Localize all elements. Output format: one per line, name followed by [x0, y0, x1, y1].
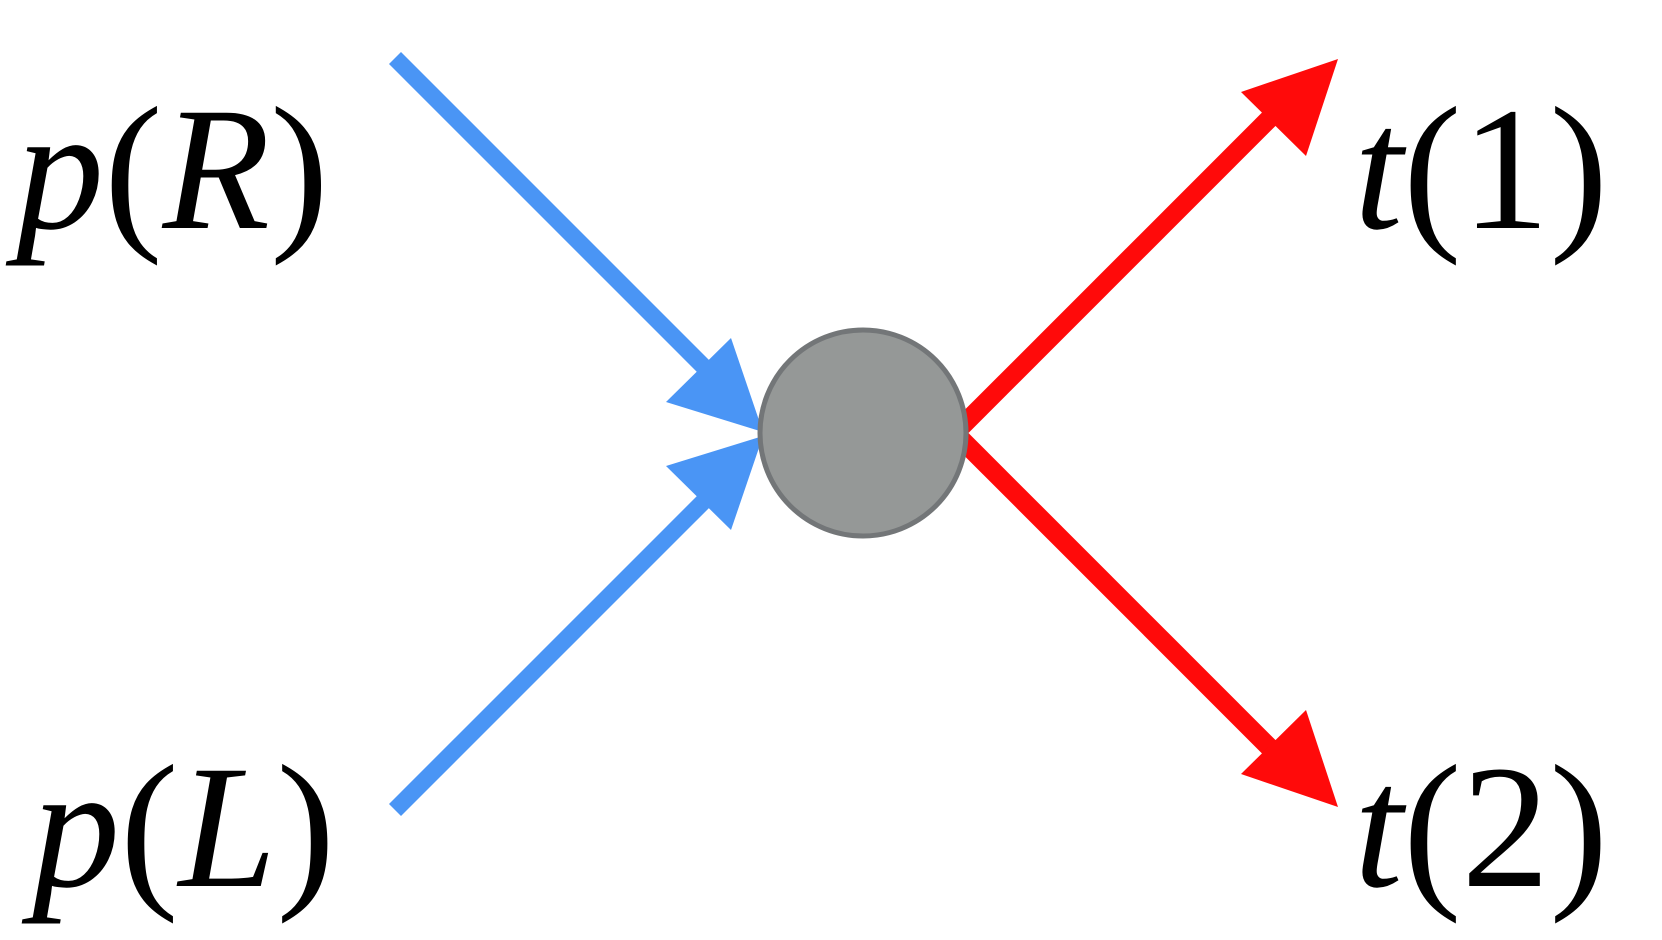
label-t-2: t(2): [1354, 740, 1608, 916]
outgoing-line-bottom-right: [948, 426, 1277, 755]
label-p-r-func: p: [16, 72, 104, 267]
label-t-1-arg: 1: [1461, 72, 1550, 267]
incoming-line-bottom-left: [388, 478, 727, 817]
label-p-l-open: (: [120, 730, 179, 925]
outgoing-arrow-top-right: [948, 59, 1338, 440]
outgoing-line-top-right: [948, 111, 1277, 440]
label-t-1: t(1): [1354, 82, 1608, 258]
label-t-2-open: (: [1402, 730, 1462, 925]
incoming-arrow-bottom-left: [388, 436, 763, 817]
label-p-r-open: (: [104, 72, 163, 267]
label-p-l-func: p: [32, 730, 120, 925]
vertex-circle: [757, 327, 969, 539]
label-t-2-close: ): [1549, 730, 1609, 925]
label-p-l-close: ): [276, 730, 336, 925]
incoming-line-top-left: [388, 51, 727, 390]
label-p-r-arg: R: [162, 72, 271, 267]
label-t-1-open: (: [1402, 72, 1462, 267]
label-p-l: p(L): [32, 740, 335, 916]
label-t-1-close: ): [1549, 72, 1609, 267]
label-p-l-arg: L: [178, 730, 277, 925]
incoming-arrow-top-left: [388, 51, 763, 432]
outgoing-arrowhead-bottom-right: [1241, 710, 1338, 807]
outgoing-arrow-bottom-right: [948, 426, 1338, 807]
outgoing-arrowhead-top-right: [1241, 59, 1338, 156]
label-t-2-func: t: [1354, 730, 1403, 925]
label-t-2-arg: 2: [1461, 730, 1550, 925]
label-p-r-close: ): [270, 72, 329, 267]
label-p-r: p(R): [16, 82, 329, 258]
incoming-arrowhead-top-left: [666, 338, 763, 432]
label-t-1-func: t: [1354, 72, 1403, 267]
incoming-arrowhead-bottom-left: [666, 436, 763, 530]
